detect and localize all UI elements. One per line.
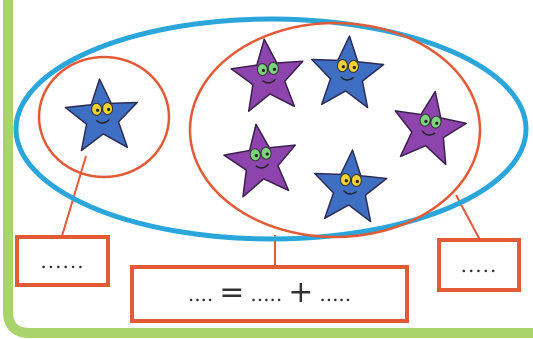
equals-sign: = <box>219 275 244 310</box>
purple-star-icon <box>388 85 471 166</box>
equation-first-blank: ..... <box>250 282 282 306</box>
right-answer-box[interactable]: ..... <box>437 238 521 292</box>
blue-star-icon <box>312 148 389 223</box>
blue-star-icon <box>309 34 386 109</box>
left-answer-box[interactable]: ...... <box>15 235 110 287</box>
purple-star-icon <box>228 35 307 112</box>
equation-total-blank: .... <box>188 282 213 306</box>
equation-second-blank: ..... <box>319 282 351 306</box>
left-answer-blank: ...... <box>40 249 84 273</box>
equation-box[interactable]: .... = ..... + ..... <box>130 265 409 323</box>
blue-star-icon <box>64 77 141 152</box>
plus-sign: + <box>288 275 313 310</box>
right-answer-blank: ..... <box>461 253 498 277</box>
purple-star-icon <box>220 119 301 198</box>
